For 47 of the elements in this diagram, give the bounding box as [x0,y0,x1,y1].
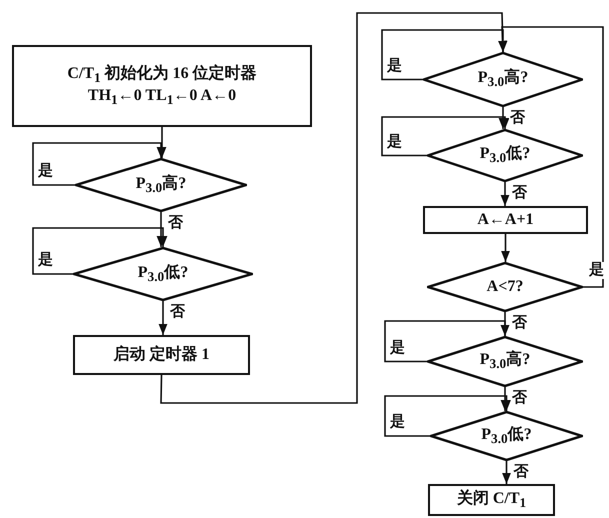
process-box [12,45,312,127]
arrow [500,182,510,206]
process-box [428,484,555,516]
arrow [32,227,168,275]
decision-diamond [430,411,583,461]
edge-label: 是 [37,252,54,269]
arrow [502,461,511,484]
arrow [498,26,604,288]
edge-label: 否 [512,464,530,481]
arrow [381,29,508,80]
node-text: P$_{3.0}$高? [136,174,186,196]
edge-label: 是 [389,414,406,431]
node-text: C/T$_{1}$ 初始化为 16 位定时器 [67,64,257,86]
decision-diamond [73,247,253,301]
arrow [501,234,510,262]
node-text: P$_{3.0}$高? [478,68,528,91]
arrow [384,395,511,437]
edge-label: 是 [588,262,605,279]
edge-label: 是 [389,340,406,356]
edge-label: 否 [511,185,528,202]
node-text: P$_{3.0}$低? [481,424,532,448]
node-text: P$_{3.0}$低? [480,144,530,167]
edge-label: 是 [386,134,403,150]
node-text: 关闭 C/T$_{1}$ [456,488,526,512]
edge-label: 是 [386,58,403,74]
arrow [381,116,510,156]
node-text: TH$_{1}$←0 TL$_{1}$←0 A←0 [88,86,236,108]
edge-label: 否 [167,215,184,232]
node-text: P$_{3.0}$高? [480,350,530,373]
edge-label: 否 [509,110,526,127]
process-box [73,335,250,375]
node-text: 启动 定时器 1 [114,344,210,365]
edge-label: 否 [511,315,528,332]
decision-diamond [427,129,583,182]
edge-label: 否 [169,304,186,321]
arrow [158,301,168,335]
edge-label: 否 [511,390,528,407]
decision-diamond [423,52,583,107]
node-text: A←A+1 [477,210,534,230]
process-box [423,206,588,234]
node-text: A<7? [486,276,524,297]
decision-diamond [427,336,583,387]
decision-diamond [427,262,583,312]
arrow [384,320,510,362]
decision-diamond [75,158,247,212]
edge-label: 是 [37,163,54,180]
node-text: P$_{3.0}$低? [138,262,188,286]
